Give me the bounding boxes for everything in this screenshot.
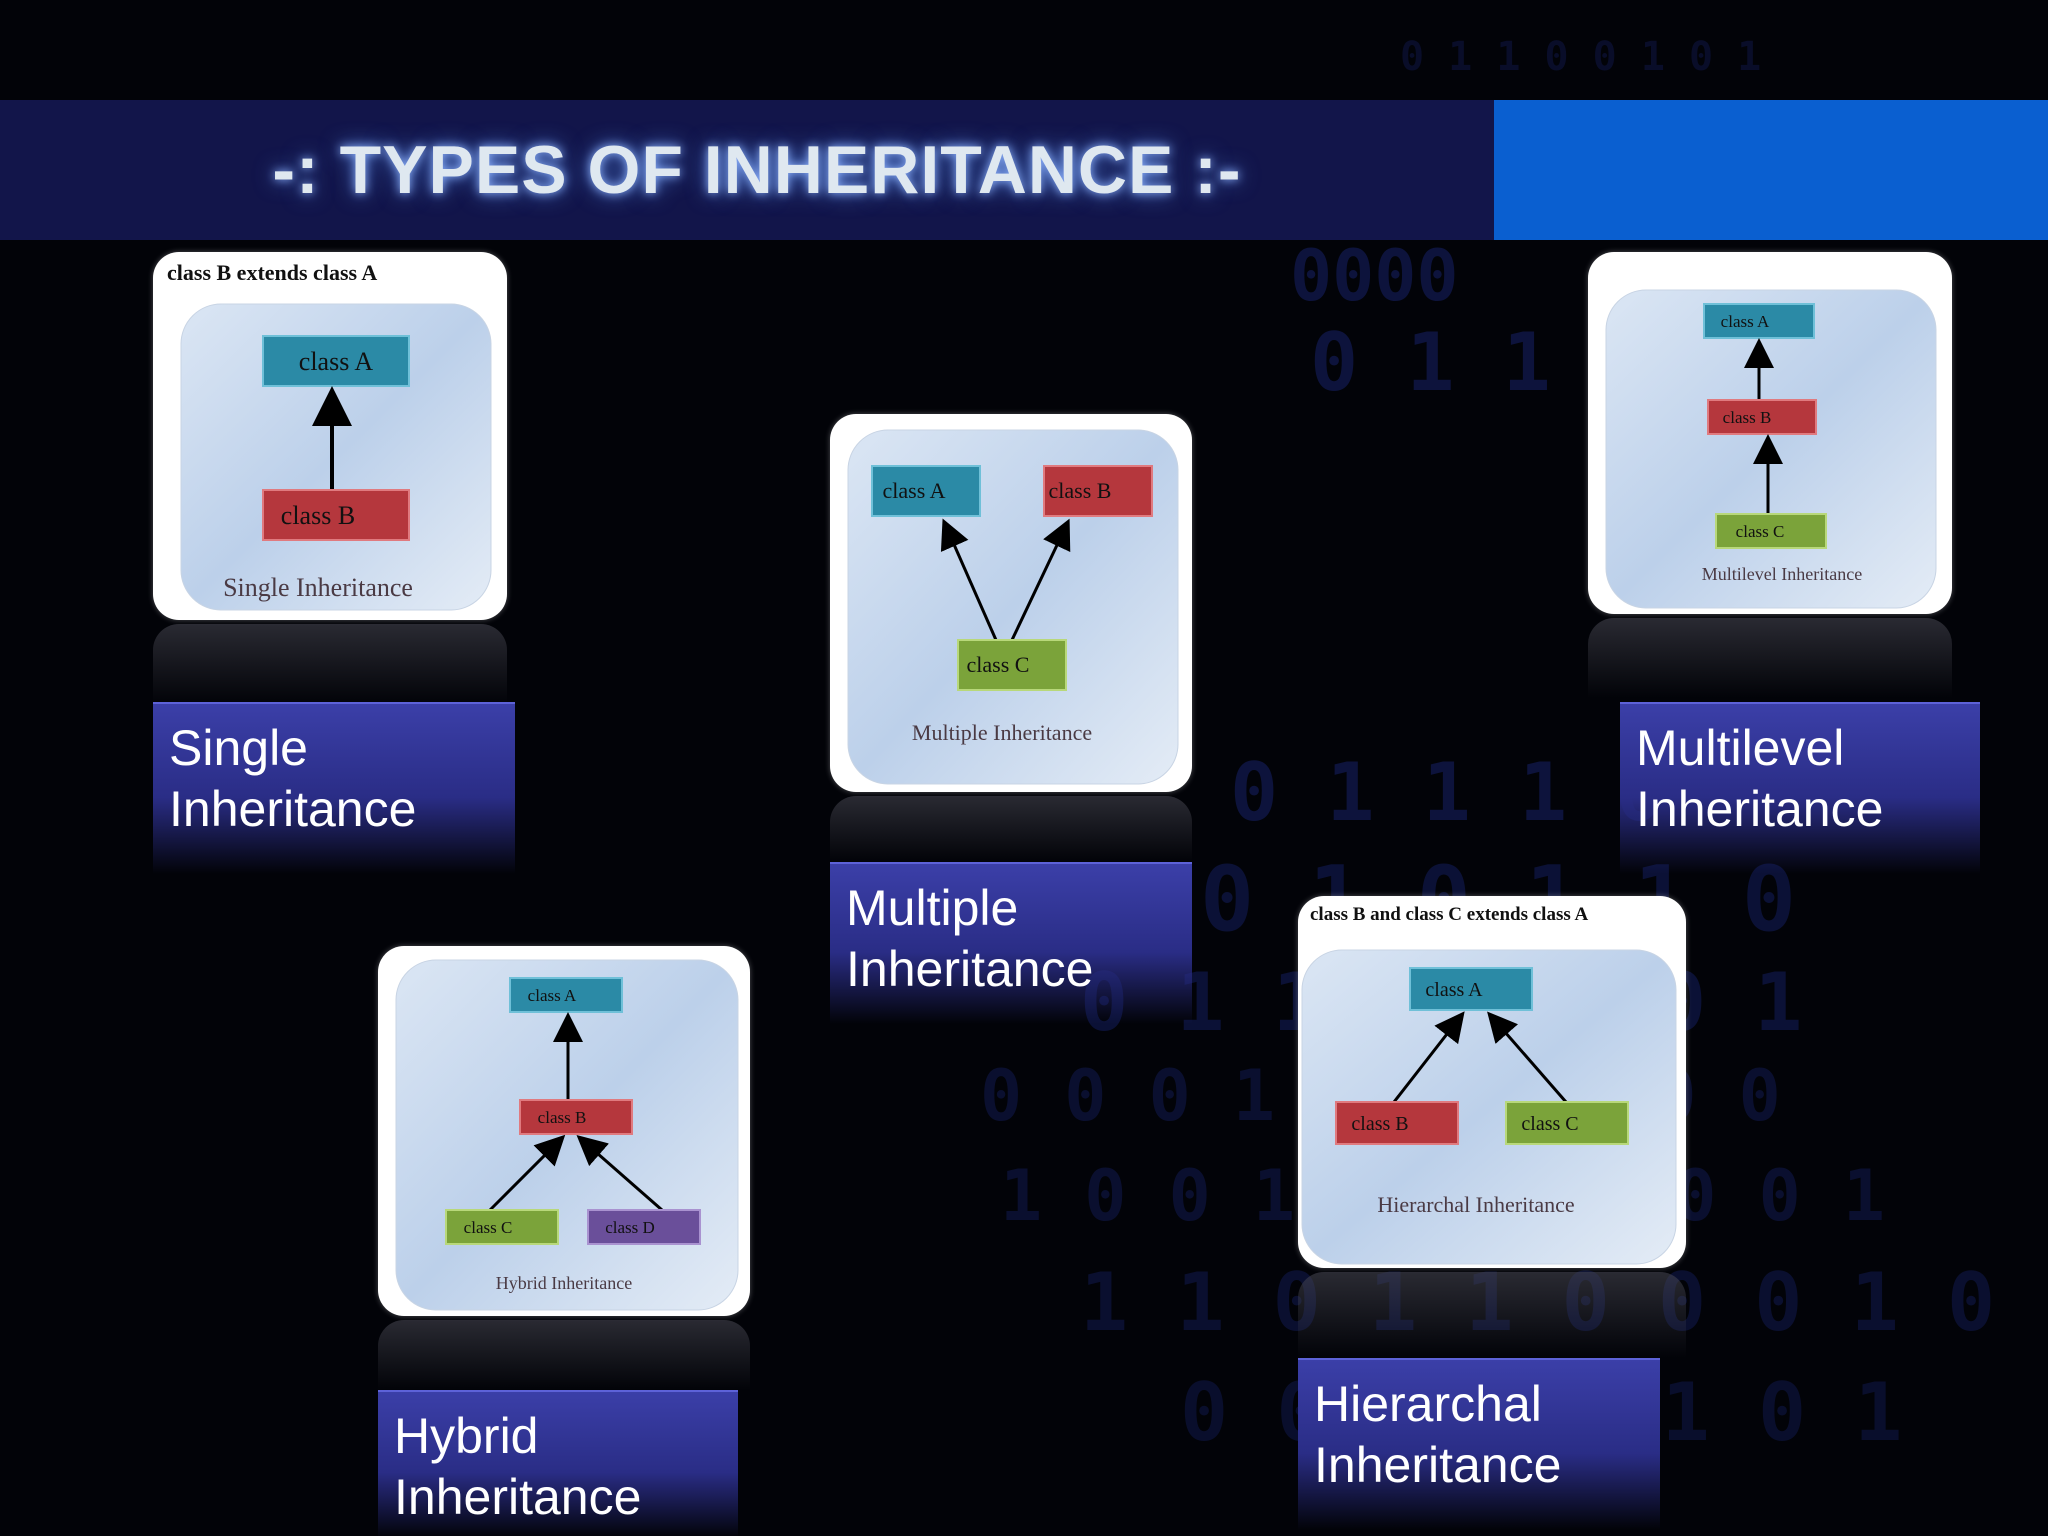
multiple-inheritance-label-box: Multiple Inheritance xyxy=(830,862,1192,1024)
svg-text:0 1 1 1 0: 0 1 1 1 0 xyxy=(1230,746,1663,839)
hierarchal-node-b-label: class B xyxy=(1351,1113,1408,1135)
hierarchal-inheritance-label: Hierarchal Inheritance xyxy=(1314,1374,1561,1496)
hybrid-node-c-label: class C xyxy=(464,1218,513,1237)
hybrid-node-a-label: class A xyxy=(528,986,577,1005)
multilevel-inheritance-diagram: class A class B class C Multilevel Inher… xyxy=(1588,252,1952,614)
hybrid-node-c: class C xyxy=(446,1210,558,1244)
title-bar-accent xyxy=(1494,100,2048,240)
hybrid-inheritance-label: Hybrid Inheritance xyxy=(394,1406,641,1528)
single-diagram-footer: Single Inheritance xyxy=(223,573,413,602)
hierarchal-node-c-label: class C xyxy=(1521,1113,1578,1135)
hierarchal-diagram-reflection xyxy=(1298,1272,1686,1358)
svg-text:0 1 1 0 0 1 0 1: 0 1 1 0 0 1 0 1 xyxy=(1400,34,1761,80)
hybrid-inheritance-label-box: Hybrid Inheritance xyxy=(378,1390,738,1536)
multiple-diagram-reflection xyxy=(830,796,1192,862)
multiple-diagram-canvas: class A class B class C Multiple Inherit… xyxy=(830,414,1192,792)
multiple-node-a-label: class A xyxy=(883,478,946,503)
multilevel-diagram-footer: Multilevel Inheritance xyxy=(1702,564,1862,584)
single-node-a: class A xyxy=(263,336,409,386)
svg-text:0000: 0000 xyxy=(1290,235,1459,317)
multilevel-node-b-label: class B xyxy=(1723,408,1772,427)
hybrid-diagram-canvas: class A class B class C class D Hybrid I… xyxy=(378,946,750,1316)
hybrid-node-b-label: class B xyxy=(538,1108,587,1127)
hybrid-diagram-reflection xyxy=(378,1320,750,1390)
hierarchal-node-a: class A xyxy=(1410,968,1532,1010)
hybrid-node-d: class D xyxy=(588,1210,700,1244)
single-node-a-label: class A xyxy=(299,347,374,376)
single-inheritance-diagram: class B extends class A class A class B … xyxy=(153,252,507,620)
multiple-inheritance-diagram: class A class B class C Multiple Inherit… xyxy=(830,414,1192,792)
multilevel-diagram-reflection xyxy=(1588,618,1952,698)
hybrid-node-a: class A xyxy=(510,978,622,1012)
single-inheritance-label-box: Single Inheritance xyxy=(153,702,515,874)
hybrid-inheritance-diagram: class A class B class C class D Hybrid I… xyxy=(378,946,750,1316)
multiple-inheritance-label: Multiple Inheritance xyxy=(846,878,1093,1000)
single-inheritance-label: Single Inheritance xyxy=(169,718,416,840)
multilevel-inheritance-label: Multilevel Inheritance xyxy=(1636,718,1883,840)
multiple-node-b-label: class B xyxy=(1049,478,1112,503)
multilevel-diagram-canvas: class A class B class C Multilevel Inher… xyxy=(1588,252,1952,614)
single-node-b-label: class B xyxy=(281,501,355,530)
single-diagram-canvas: class A class B Single Inheritance xyxy=(153,252,507,620)
multiple-diagram-footer: Multiple Inheritance xyxy=(912,720,1092,745)
multilevel-node-c: class C xyxy=(1716,514,1826,548)
multiple-node-c-label: class C xyxy=(967,652,1030,677)
slide-title: -: TYPES OF INHERITANCE :- xyxy=(0,100,1494,240)
multilevel-node-b: class B xyxy=(1708,400,1816,434)
multilevel-node-a: class A xyxy=(1704,304,1814,338)
multiple-node-a: class A xyxy=(872,466,980,516)
hierarchal-inheritance-diagram: class B and class C extends class A clas… xyxy=(1298,896,1686,1268)
multiple-node-b: class B xyxy=(1044,466,1152,516)
multilevel-inheritance-label-box: Multilevel Inheritance xyxy=(1620,702,1980,874)
hierarchal-diagram-canvas: class A class B class C Hierarchal Inher… xyxy=(1298,896,1686,1268)
hybrid-diagram-footer: Hybrid Inheritance xyxy=(496,1273,632,1293)
hierarchal-inheritance-label-box: Hierarchal Inheritance xyxy=(1298,1358,1660,1530)
hierarchal-diagram-footer: Hierarchal Inheritance xyxy=(1377,1192,1574,1217)
hierarchal-node-c: class C xyxy=(1506,1102,1628,1144)
single-diagram-reflection xyxy=(153,624,507,704)
multilevel-node-a-label: class A xyxy=(1721,312,1770,331)
hybrid-node-d-label: class D xyxy=(605,1218,655,1237)
single-node-b: class B xyxy=(263,490,409,540)
multiple-node-c: class C xyxy=(958,640,1066,690)
hierarchal-node-b: class B xyxy=(1336,1102,1458,1144)
hybrid-node-b: class B xyxy=(520,1100,632,1134)
hierarchal-node-a-label: class A xyxy=(1425,979,1483,1001)
multilevel-node-c-label: class C xyxy=(1736,522,1785,541)
